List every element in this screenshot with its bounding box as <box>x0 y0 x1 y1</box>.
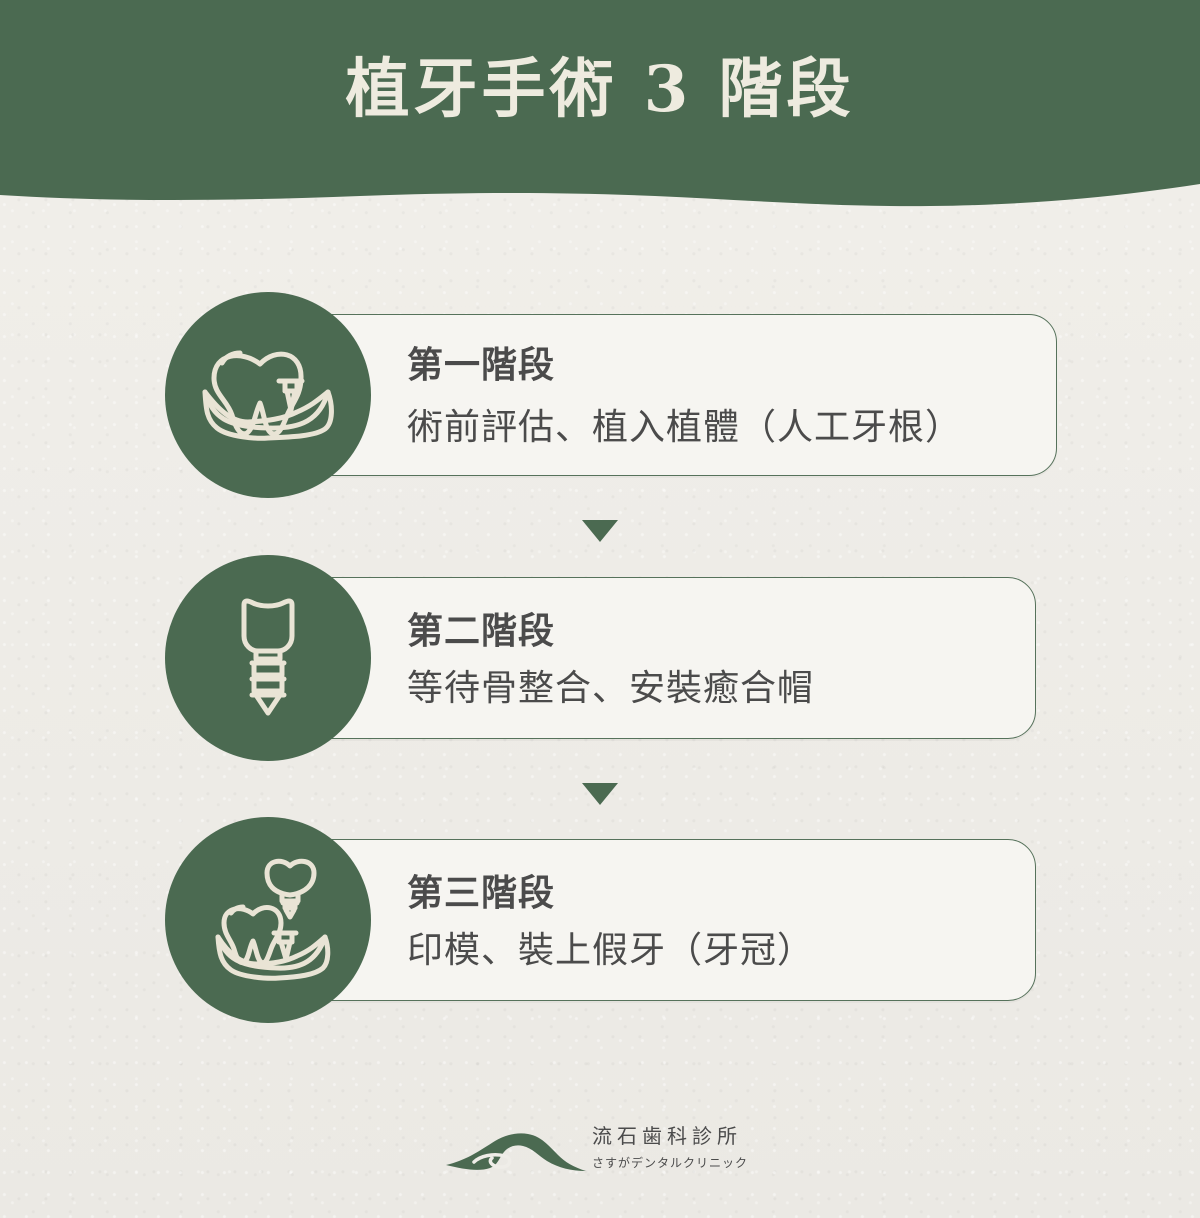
page-title: 植牙手術 3 階段 <box>345 52 855 127</box>
stage-3: 第三階段 印模、裝上假牙（牙冠） <box>165 817 1036 1023</box>
stage-3-description: 印模、裝上假牙（牙冠） <box>407 930 815 971</box>
stage-2-title: 第二階段 <box>407 610 556 652</box>
tooth-implant-gum-icon <box>202 350 334 441</box>
stage-1-icon-circle <box>165 292 371 498</box>
stage-2: 第二階段 等待骨整合、安裝癒合帽 <box>165 555 1036 761</box>
stage-3-card <box>283 839 1036 1001</box>
down-arrow-icon <box>582 520 618 542</box>
stage-1-description: 術前評估、植入植體（人工牙根） <box>407 407 963 448</box>
header-wave-background <box>0 0 1200 207</box>
stage-3-icon-circle <box>165 817 371 1023</box>
stage-2-description: 等待骨整合、安裝癒合帽 <box>407 668 815 709</box>
stage-2-card <box>283 577 1036 739</box>
clinic-logo-icon <box>446 1133 586 1171</box>
crown-placement-icon <box>215 858 331 981</box>
stage-3-title: 第三階段 <box>407 872 556 914</box>
clinic-name: 流石歯科診所 <box>592 1124 742 1148</box>
implant-abutment-icon <box>241 598 295 716</box>
stage-1: 第一階段 術前評估、植入植體（人工牙根） <box>165 292 1057 498</box>
clinic-subtitle: さすがデンタルクリニック <box>592 1156 749 1170</box>
stage-1-title: 第一階段 <box>407 344 556 386</box>
stage-1-card <box>283 314 1057 476</box>
down-arrow-icon <box>582 783 618 805</box>
stage-2-icon-circle <box>165 555 371 761</box>
